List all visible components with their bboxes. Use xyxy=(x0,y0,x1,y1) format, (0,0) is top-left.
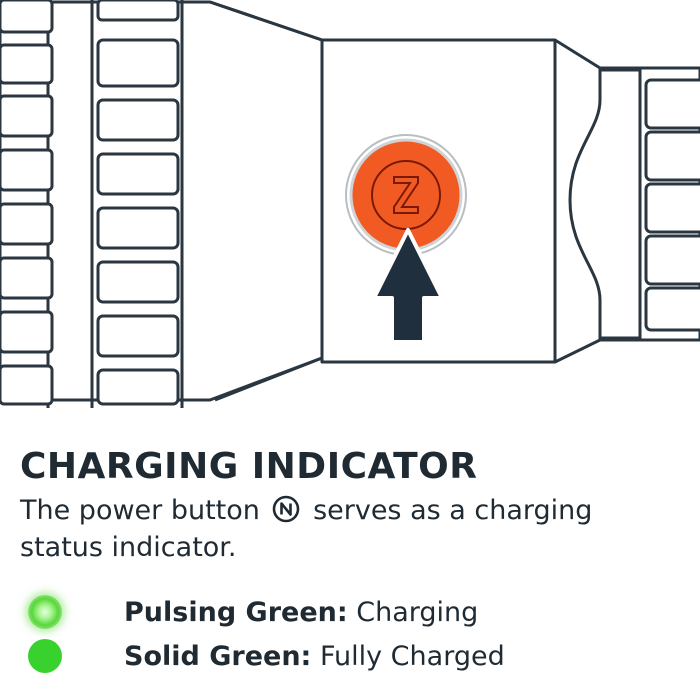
description-after: serves as a charging status indicator. xyxy=(20,495,593,563)
legend-meaning: Fully Charged xyxy=(319,640,505,672)
n-logo-icon xyxy=(273,495,300,523)
description-before: The power button xyxy=(20,495,269,526)
legend-state: Pulsing Green: xyxy=(124,596,348,628)
legend-item-charging: Pulsing Green: Charging xyxy=(28,592,478,632)
n-logo-icon xyxy=(371,160,441,230)
legend-item-fully-charged: Solid Green: Fully Charged xyxy=(28,636,505,676)
end-cap xyxy=(638,66,700,342)
grip-ribs-middle xyxy=(96,0,180,406)
flashlight-illustration xyxy=(0,0,700,408)
power-button xyxy=(345,134,467,256)
grip-ribs-left xyxy=(0,0,54,406)
legend-meaning: Charging xyxy=(356,596,479,628)
description: The power button serves as a charging st… xyxy=(20,492,680,566)
up-arrow-icon xyxy=(372,228,444,344)
solid-green-dot xyxy=(28,639,62,673)
pulsing-green-dot xyxy=(28,595,62,629)
legend-state: Solid Green: xyxy=(124,640,312,672)
heading: CHARGING INDICATOR xyxy=(20,446,478,487)
